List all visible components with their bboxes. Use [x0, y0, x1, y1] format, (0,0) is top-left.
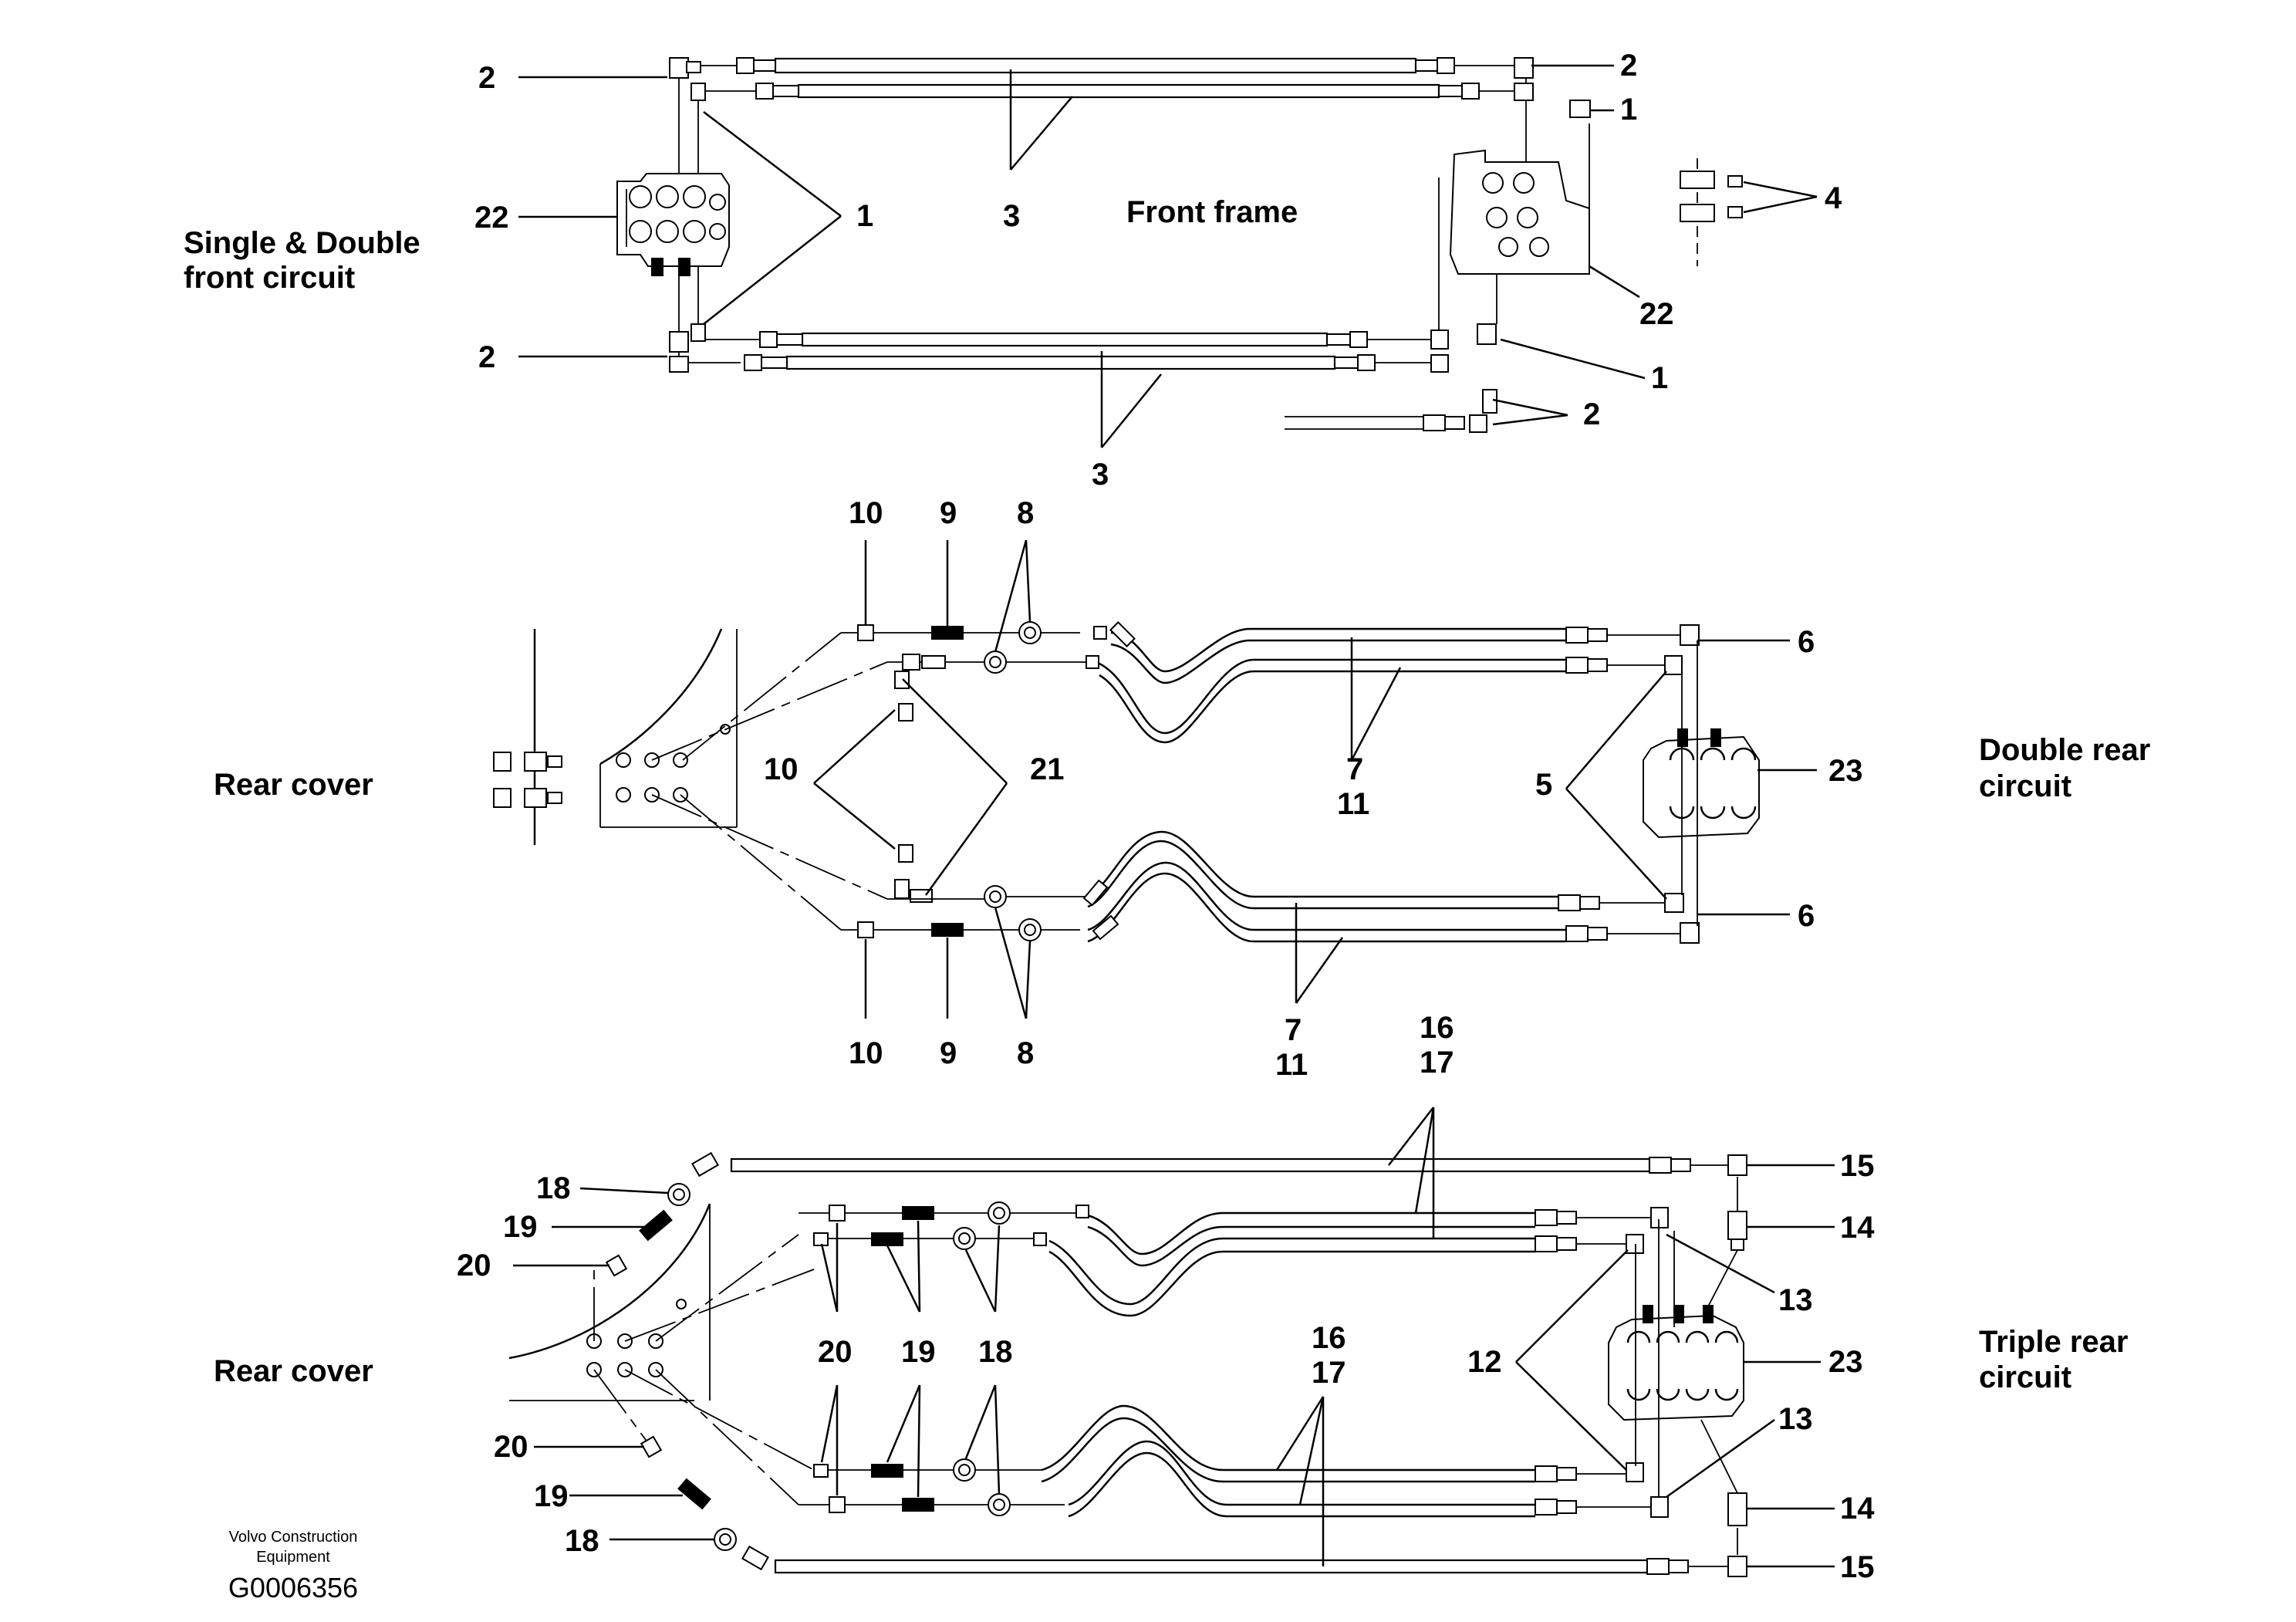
callout-5: 5: [1535, 768, 1552, 802]
callout-2: 2: [1583, 397, 1600, 431]
control-valve-23-triple: [1608, 1219, 1744, 1497]
callout-17: 17: [1420, 1046, 1454, 1080]
callout-8: 8: [1017, 496, 1034, 530]
callout-10: 10: [764, 752, 799, 786]
hose-bottom-1: [801, 332, 1329, 347]
callout-16: 16: [1312, 1321, 1346, 1355]
callout-19: 19: [901, 1335, 936, 1369]
control-valve-right: [1449, 123, 1590, 275]
hose-long-bottom: [774, 1559, 1649, 1574]
company-name-line1: Volvo Construction: [229, 1529, 358, 1546]
front-circuit-label-line2: front circuit: [184, 261, 355, 295]
double-rear-label-line1: Double rear: [1979, 733, 2150, 767]
callout-9: 9: [940, 1036, 957, 1070]
hose-bottom-2: [785, 355, 1336, 370]
callout-6: 6: [1798, 899, 1815, 933]
callout-18: 18: [536, 1171, 571, 1205]
callout-19: 19: [503, 1210, 538, 1244]
callout-22: 22: [474, 201, 509, 235]
callout-21: 21: [1030, 752, 1065, 786]
callout-6: 6: [1798, 625, 1815, 659]
callout-13: 13: [1778, 1283, 1813, 1317]
callout-23: 23: [1828, 1345, 1863, 1379]
callout-10: 10: [849, 496, 883, 530]
callout-20: 20: [818, 1335, 853, 1369]
callout-18: 18: [565, 1524, 599, 1558]
drawing-code: G0006356: [228, 1572, 358, 1603]
rear-cover-label-2: Rear cover: [214, 1354, 373, 1388]
front-frame-label: Front frame: [1126, 195, 1298, 229]
triple-rear-label-line1: Triple rear: [1979, 1325, 2128, 1359]
callout-4: 4: [1825, 181, 1842, 215]
double-rear-label-line2: circuit: [1979, 769, 2071, 803]
company-name-line2: Equipment: [256, 1549, 330, 1566]
callout-20: 20: [494, 1430, 528, 1464]
callout-8: 8: [1017, 1036, 1034, 1070]
front-frame-section: 2 22 2 1 3 3 2 1 4 22 1 2 Front frame Si…: [184, 49, 1842, 492]
front-circuit-label-line1: Single & Double: [184, 226, 420, 260]
callout-7: 7: [1285, 1013, 1302, 1047]
callout-1: 1: [1651, 361, 1668, 395]
hose-top-2: [797, 83, 1440, 99]
callout-1: 1: [856, 199, 873, 233]
callout-2: 2: [478, 61, 495, 95]
callout-12: 12: [1467, 1345, 1502, 1379]
control-valve-left: [616, 173, 730, 276]
callout-3: 3: [1092, 458, 1109, 492]
callout-23: 23: [1828, 754, 1863, 788]
callout-1: 1: [1620, 93, 1637, 127]
callout-19: 19: [534, 1479, 569, 1513]
hose-top-1: [774, 57, 1417, 74]
callout-11: 11: [1275, 1048, 1308, 1082]
double-rear-section: 10 9 8 10 21 7 11 5 6 23 6 10 9 8 7 11 R…: [214, 496, 2150, 1082]
callout-3: 3: [1003, 199, 1020, 233]
footer: Volvo Construction Equipment G0006356: [228, 1529, 358, 1603]
elbow-fitting: [669, 57, 689, 79]
callout-10: 10: [849, 1036, 883, 1070]
callout-11: 11: [1337, 787, 1369, 821]
callout-9: 9: [940, 496, 957, 530]
callout-18: 18: [978, 1335, 1013, 1369]
callout-13: 13: [1778, 1402, 1813, 1436]
triple-rear-section: 16 17 18 19 20 20 19 18 16 17 12 13 13 1…: [214, 1011, 2128, 1584]
callout-22: 22: [1639, 297, 1674, 331]
callout-2: 2: [478, 340, 495, 374]
callout-14: 14: [1840, 1492, 1875, 1526]
rear-cover-label-1: Rear cover: [214, 768, 373, 802]
hose-long-top: [730, 1157, 1651, 1173]
callout-16: 16: [1420, 1011, 1454, 1045]
callout-20: 20: [457, 1249, 491, 1282]
control-valve-23-double: [1643, 640, 1760, 926]
callout-7: 7: [1346, 752, 1363, 786]
triple-rear-label-line2: circuit: [1979, 1360, 2071, 1394]
callout-15: 15: [1840, 1149, 1875, 1183]
callout-2: 2: [1620, 49, 1637, 83]
callout-15: 15: [1840, 1550, 1875, 1584]
callout-17: 17: [1312, 1356, 1346, 1390]
callout-14: 14: [1840, 1211, 1875, 1245]
